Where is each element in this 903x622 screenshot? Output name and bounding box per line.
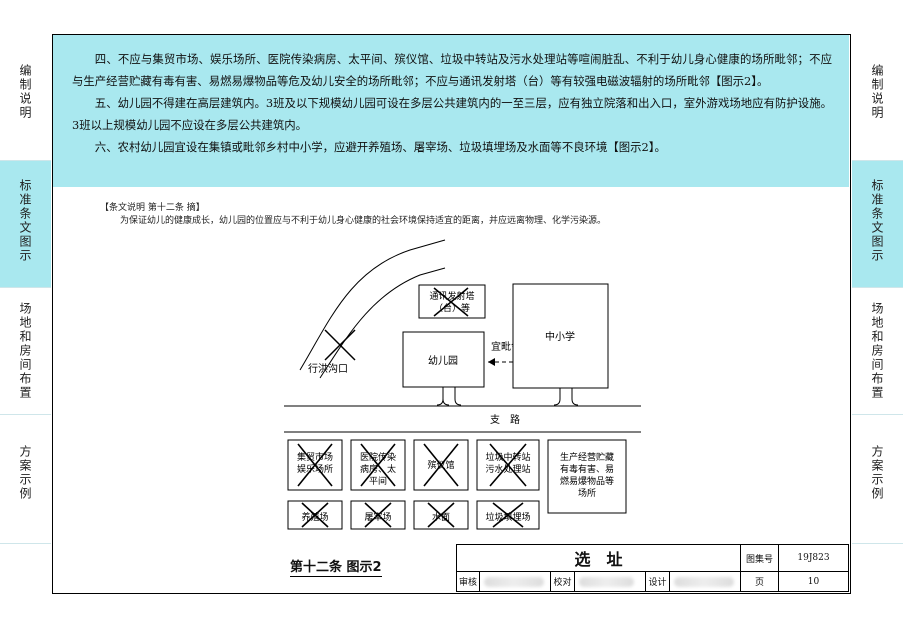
left-sidebar: 编制说明 标准条文图示 场地和房间布置 方案示例	[0, 34, 51, 544]
design-label: 设计	[646, 572, 670, 592]
tab-standard-illustrations[interactable]: 标准条文图示	[0, 161, 51, 288]
page-frame	[52, 34, 851, 594]
check-label: 校对	[551, 572, 575, 592]
kindergarten-label: 幼儿园	[428, 354, 458, 367]
right-sidebar: 编制说明 标准条文图示 场地和房间布置 方案示例	[852, 34, 903, 544]
figure-caption: 第十二条 图示2	[290, 556, 382, 577]
drawing-title: 选 址	[456, 544, 741, 572]
page-label: 页	[741, 572, 779, 592]
tab-description[interactable]: 编制说明	[0, 34, 51, 161]
tab-description-right[interactable]: 编制说明	[852, 34, 903, 161]
review-label: 审核	[456, 572, 480, 592]
atlas-label: 图集号	[741, 544, 779, 572]
rule-4: 四、不应与集贸市场、娱乐场所、医院传染病房、太平间、殡仪馆、垃圾中转站及污水处理…	[72, 52, 832, 88]
cross-mark	[324, 329, 356, 361]
prohibited-cross-marks	[297, 443, 527, 528]
note-body: 为保证幼儿的健康成长，幼儿园的位置应与不利于幼儿身心健康的社会环境保持适宜的距离…	[120, 216, 607, 226]
slaughter-label: 屠宰场	[364, 511, 391, 523]
rule-text-band	[53, 35, 849, 187]
tab-standard-illustrations-right[interactable]: 标准条文图示	[852, 161, 903, 288]
school-box	[512, 283, 609, 389]
design-signature	[670, 572, 741, 592]
kg-connector	[436, 387, 450, 406]
flood-label: 行洪沟口	[308, 362, 348, 375]
kindergarten-box	[402, 331, 485, 388]
tab-scheme-examples[interactable]: 方案示例	[0, 415, 51, 544]
waste-station-label: 垃圾中转站污水处理站	[485, 451, 530, 475]
note-heading: 【条文说明 第十二条 摘】	[100, 203, 205, 213]
flood-channel	[299, 239, 446, 371]
review-signature	[480, 572, 551, 592]
hazard-label: 生产经营贮藏有毒有害、易燃易爆物品等场所	[560, 451, 614, 499]
school-label: 中小学	[545, 330, 575, 343]
title-block: 选 址 图集号 19J823 审核 校对 设计 页 10	[456, 544, 849, 592]
school-connector	[553, 388, 579, 406]
page-number: 10	[779, 572, 849, 592]
farm-label: 养殖场	[301, 511, 328, 523]
row2-boxes	[287, 500, 540, 530]
tab-site-room-layout-right[interactable]: 场地和房间布置	[852, 288, 903, 415]
rule-5: 五、幼儿园不得建在高层建筑内。3班及以下规模幼儿园可设在多层公共建筑内的一至三层…	[72, 96, 832, 132]
row1-boxes	[287, 439, 627, 514]
landfill-label: 垃圾填埋场	[485, 511, 530, 523]
atlas-number: 19J823	[779, 544, 849, 572]
road-label: 支 路	[490, 413, 520, 426]
tab-scheme-examples-right[interactable]: 方案示例	[852, 415, 903, 544]
flood-channel-edge	[319, 267, 446, 379]
check-signature	[575, 572, 646, 592]
tab-site-room-layout[interactable]: 场地和房间布置	[0, 288, 51, 415]
rule-6: 六、农村幼儿园宜设在集镇或毗邻乡村中小学，应避开养殖场、屠宰场、垃圾填埋场及水面…	[94, 140, 666, 154]
rule-text: 四、不应与集贸市场、娱乐场所、医院传染病房、太平间、殡仪馆、垃圾中转站及污水处理…	[72, 48, 832, 158]
cross-mark	[433, 287, 469, 317]
